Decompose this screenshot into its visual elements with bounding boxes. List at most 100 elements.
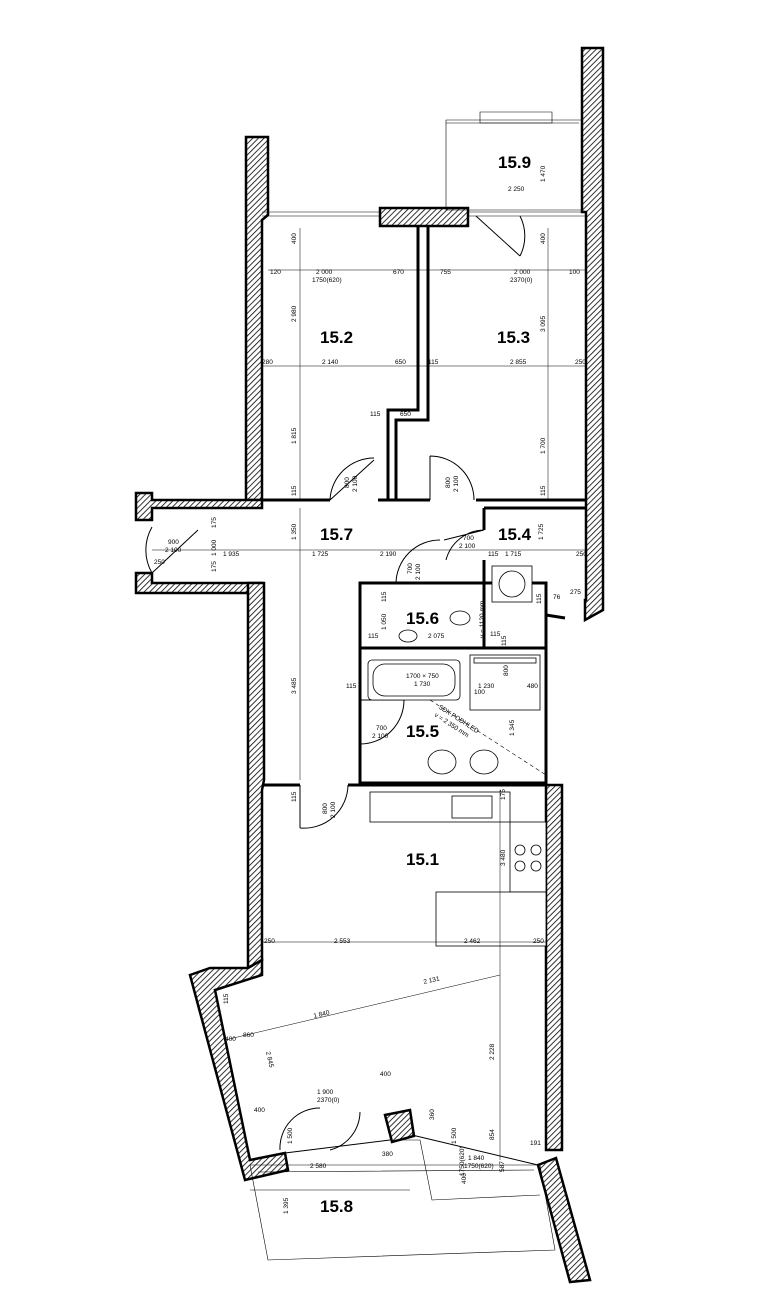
dimension-label: 1 840 [468, 1155, 485, 1162]
shower-rail [473, 657, 537, 664]
dimension-label: 115 [490, 631, 501, 638]
door-15-6 [395, 539, 441, 584]
dimension-label: 400 [225, 1036, 236, 1043]
sink-left [427, 749, 457, 775]
dimension-label: 115 [536, 593, 543, 604]
dimension-label: 2 100 [372, 733, 389, 740]
dimension-label: 1 900 [317, 1089, 334, 1096]
room-15-3-label: 15.3 [497, 328, 530, 347]
dimension-label: 1 840 [313, 1009, 331, 1020]
room-15-5-label: 15.5 [406, 722, 439, 741]
dimension-label: 76 [553, 594, 561, 601]
room-15-8-label: 15.8 [320, 1197, 353, 1216]
entrance-wall-top [134, 491, 264, 522]
dimension-lines [152, 228, 586, 1191]
dimension-label: 2 140 [322, 359, 339, 366]
room-15-7-label: 15.7 [320, 525, 353, 544]
dimension-label: 650 [395, 359, 406, 366]
dimension-label: 400 [291, 233, 298, 244]
dimension-label: 700 [376, 725, 387, 732]
dimension-label: 400 [461, 1173, 468, 1184]
dimension-label: 400 [380, 1071, 391, 1078]
dimension-label: 250 [264, 938, 275, 945]
dimension-label: 1 725 [538, 523, 545, 540]
column [383, 1108, 416, 1144]
dimension-label: 175 [211, 517, 218, 528]
sink-right [469, 749, 499, 775]
east-wall [580, 46, 605, 623]
dimension-label: 700 [463, 535, 474, 542]
dimension-label: 1750(620) [464, 1163, 494, 1170]
dimension-label: 1750(620) [459, 1146, 466, 1176]
south-east-wall [536, 1156, 592, 1284]
dimension-label: 1 700 [540, 437, 547, 454]
dimension-label: 1 395 [283, 1197, 290, 1214]
dimension-label: 2370(0) [510, 277, 532, 284]
dimension-label: 115 [223, 993, 230, 1004]
dimension-label: 360 [429, 1109, 436, 1120]
dimension-label: 3 480 [500, 849, 507, 866]
dimension-label: 854 [489, 1129, 496, 1140]
dimension-label: 115 [291, 485, 298, 496]
wall-15-2-15-3 [386, 226, 430, 500]
hob-4 [530, 860, 542, 872]
dimension-label: 1 050 [381, 613, 388, 630]
kitchen-east-wall [544, 783, 564, 1152]
bathroom-block [358, 581, 548, 785]
dimension-label: 1 730 [414, 681, 431, 688]
north-wall-segment [378, 206, 470, 228]
dimension-label: 1750(620) [312, 277, 342, 284]
bathroom-ceiling-line [429, 699, 547, 776]
dimension-label: 800 [445, 477, 452, 488]
dimension-label: 115 [368, 633, 379, 640]
dimension-label: 1700 × 750 [406, 673, 439, 680]
dimension-label: 2 980 [291, 305, 298, 322]
dimension-label: 120 [270, 269, 281, 276]
dimension-label: v = 1120 mm [479, 601, 486, 638]
dimension-label: 2 075 [428, 633, 445, 640]
dimension-label: 1 345 [509, 719, 516, 736]
dimension-label: 115 [488, 551, 499, 558]
dimension-label: 275 [570, 589, 581, 596]
dimension-label: 100 [569, 269, 580, 276]
dimension-label: 2 553 [334, 938, 351, 945]
bathtub-inner [372, 663, 456, 697]
room-labels: 15.1 15.2 15.3 15.4 15.5 15.6 15.7 15.8 … [320, 153, 532, 1216]
dimension-label: 175 [500, 789, 507, 800]
dimension-label: 2 100 [165, 547, 182, 554]
dimension-label: 900 [168, 539, 179, 546]
west-wall-upper [244, 135, 270, 502]
door-15-4 [443, 529, 485, 561]
dimension-label: 480 [527, 683, 538, 690]
dimension-label: 1 500 [451, 1127, 458, 1144]
dimension-label: 2 100 [330, 801, 337, 818]
door-balcony-15-3 [475, 215, 526, 257]
dimension-label: 800 [344, 477, 351, 488]
west-wall-lower [246, 581, 266, 971]
dimension-label: 2 190 [380, 551, 397, 558]
dimension-label: 1 935 [223, 551, 240, 558]
interior-walls [262, 226, 586, 1166]
wc-15-6 [449, 610, 471, 626]
room-15-2-label: 15.2 [320, 328, 353, 347]
kitchen-counter-side [509, 821, 547, 893]
dimension-label: 115 [540, 485, 547, 496]
dimension-label: 250 [154, 559, 165, 566]
dimension-label: 3 485 [291, 677, 298, 694]
door-balcony-15-8 [279, 1107, 361, 1151]
door-15-3 [429, 455, 475, 501]
dimension-label: 1 725 [312, 551, 329, 558]
dimension-label: 115 [381, 591, 388, 602]
dimension-texts: 400 120 2 000 1750(620) 670 755 2 000 23… [154, 165, 587, 1214]
dimension-label: 1 500 [287, 1127, 294, 1144]
dimension-label: 100 [474, 689, 485, 696]
dimension-label: 2 100 [352, 475, 359, 492]
shower [469, 654, 541, 711]
dimension-label: 1 815 [291, 427, 298, 444]
exterior-walls [134, 46, 605, 1284]
room-15-1-label: 15.1 [406, 850, 439, 869]
dimension-label: 2370(0) [317, 1097, 339, 1104]
dimension-label: 2 250 [508, 186, 525, 193]
dimension-label: 700 [407, 563, 414, 574]
